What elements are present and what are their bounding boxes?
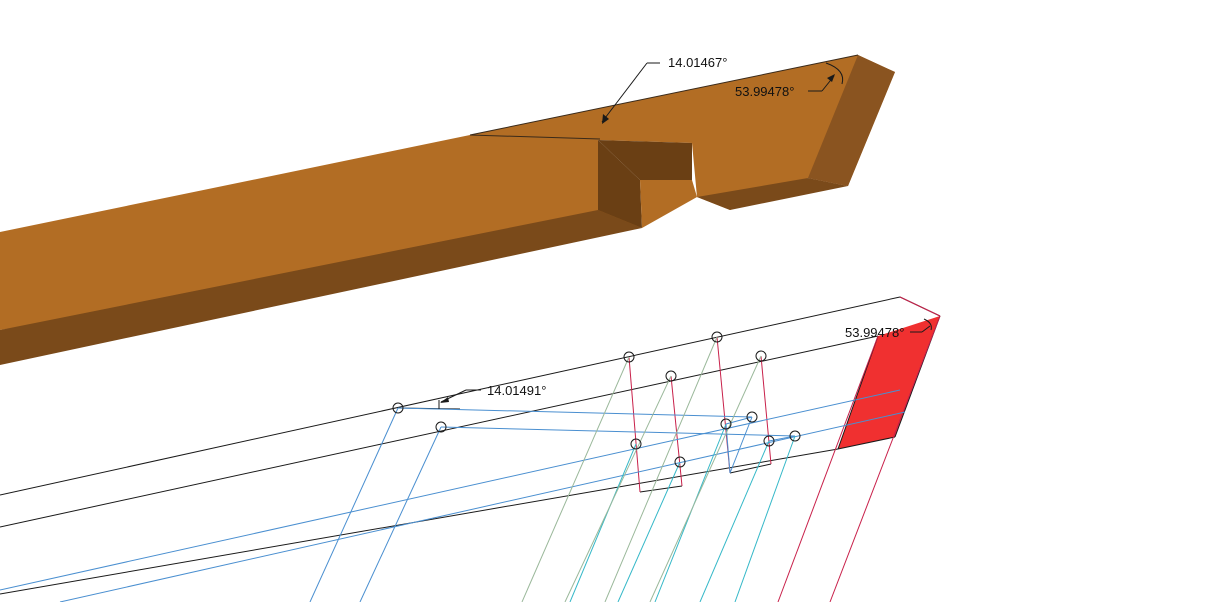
vertex-marker[interactable] <box>720 418 732 430</box>
notch-back-wall <box>598 140 692 180</box>
leader-line <box>601 62 648 123</box>
angle-label: 14.01467° <box>668 55 727 70</box>
wireframe-model[interactable] <box>0 296 941 602</box>
arrow-head-icon <box>602 114 609 124</box>
notch-floor <box>640 180 697 228</box>
angle-arc <box>923 318 932 331</box>
vertex-marker[interactable] <box>763 435 775 447</box>
arrow-head-icon <box>440 397 449 403</box>
dimension-wire-end[interactable]: 53.99478° <box>845 318 932 340</box>
ridge-line <box>469 134 601 140</box>
outline-edges <box>0 296 941 595</box>
vertex-marker[interactable] <box>392 402 404 414</box>
beam-right-front-face <box>697 178 848 210</box>
vertex-marker[interactable] <box>630 438 642 450</box>
cyan-construction-lines <box>569 423 796 602</box>
angle-label: 53.99478° <box>845 325 904 340</box>
arrow-head-icon <box>827 74 835 82</box>
vertex-markers[interactable] <box>392 331 801 468</box>
dimension-solid-ridge[interactable]: 14.01467° <box>601 55 727 124</box>
solid-beam-model[interactable] <box>0 54 895 365</box>
green-construction-lines <box>521 336 762 602</box>
vertex-marker[interactable] <box>665 370 677 382</box>
angle-label: 53.99478° <box>735 84 794 99</box>
vertex-marker[interactable] <box>674 456 686 468</box>
angle-arc <box>825 62 844 85</box>
leader-line <box>921 325 931 333</box>
vertex-marker[interactable] <box>623 351 635 363</box>
vertex-marker[interactable] <box>789 430 801 442</box>
beam-top-face <box>0 55 895 330</box>
vertex-marker[interactable] <box>746 411 758 423</box>
notch-left-wall <box>598 140 642 228</box>
vertex-marker[interactable] <box>711 331 723 343</box>
end-face-highlight[interactable] <box>838 316 940 449</box>
dimension-wire-ridge[interactable]: 14.01491° <box>438 383 546 409</box>
beam-front-face <box>0 210 642 365</box>
vertex-marker[interactable] <box>435 421 447 433</box>
top-edge <box>469 54 859 136</box>
vertex-marker[interactable] <box>755 350 767 362</box>
dimension-solid-end[interactable]: 53.99478° <box>735 62 844 99</box>
beam-end-face <box>808 55 895 186</box>
angle-label: 14.01491° <box>487 383 546 398</box>
blue-construction-lines <box>0 389 906 602</box>
